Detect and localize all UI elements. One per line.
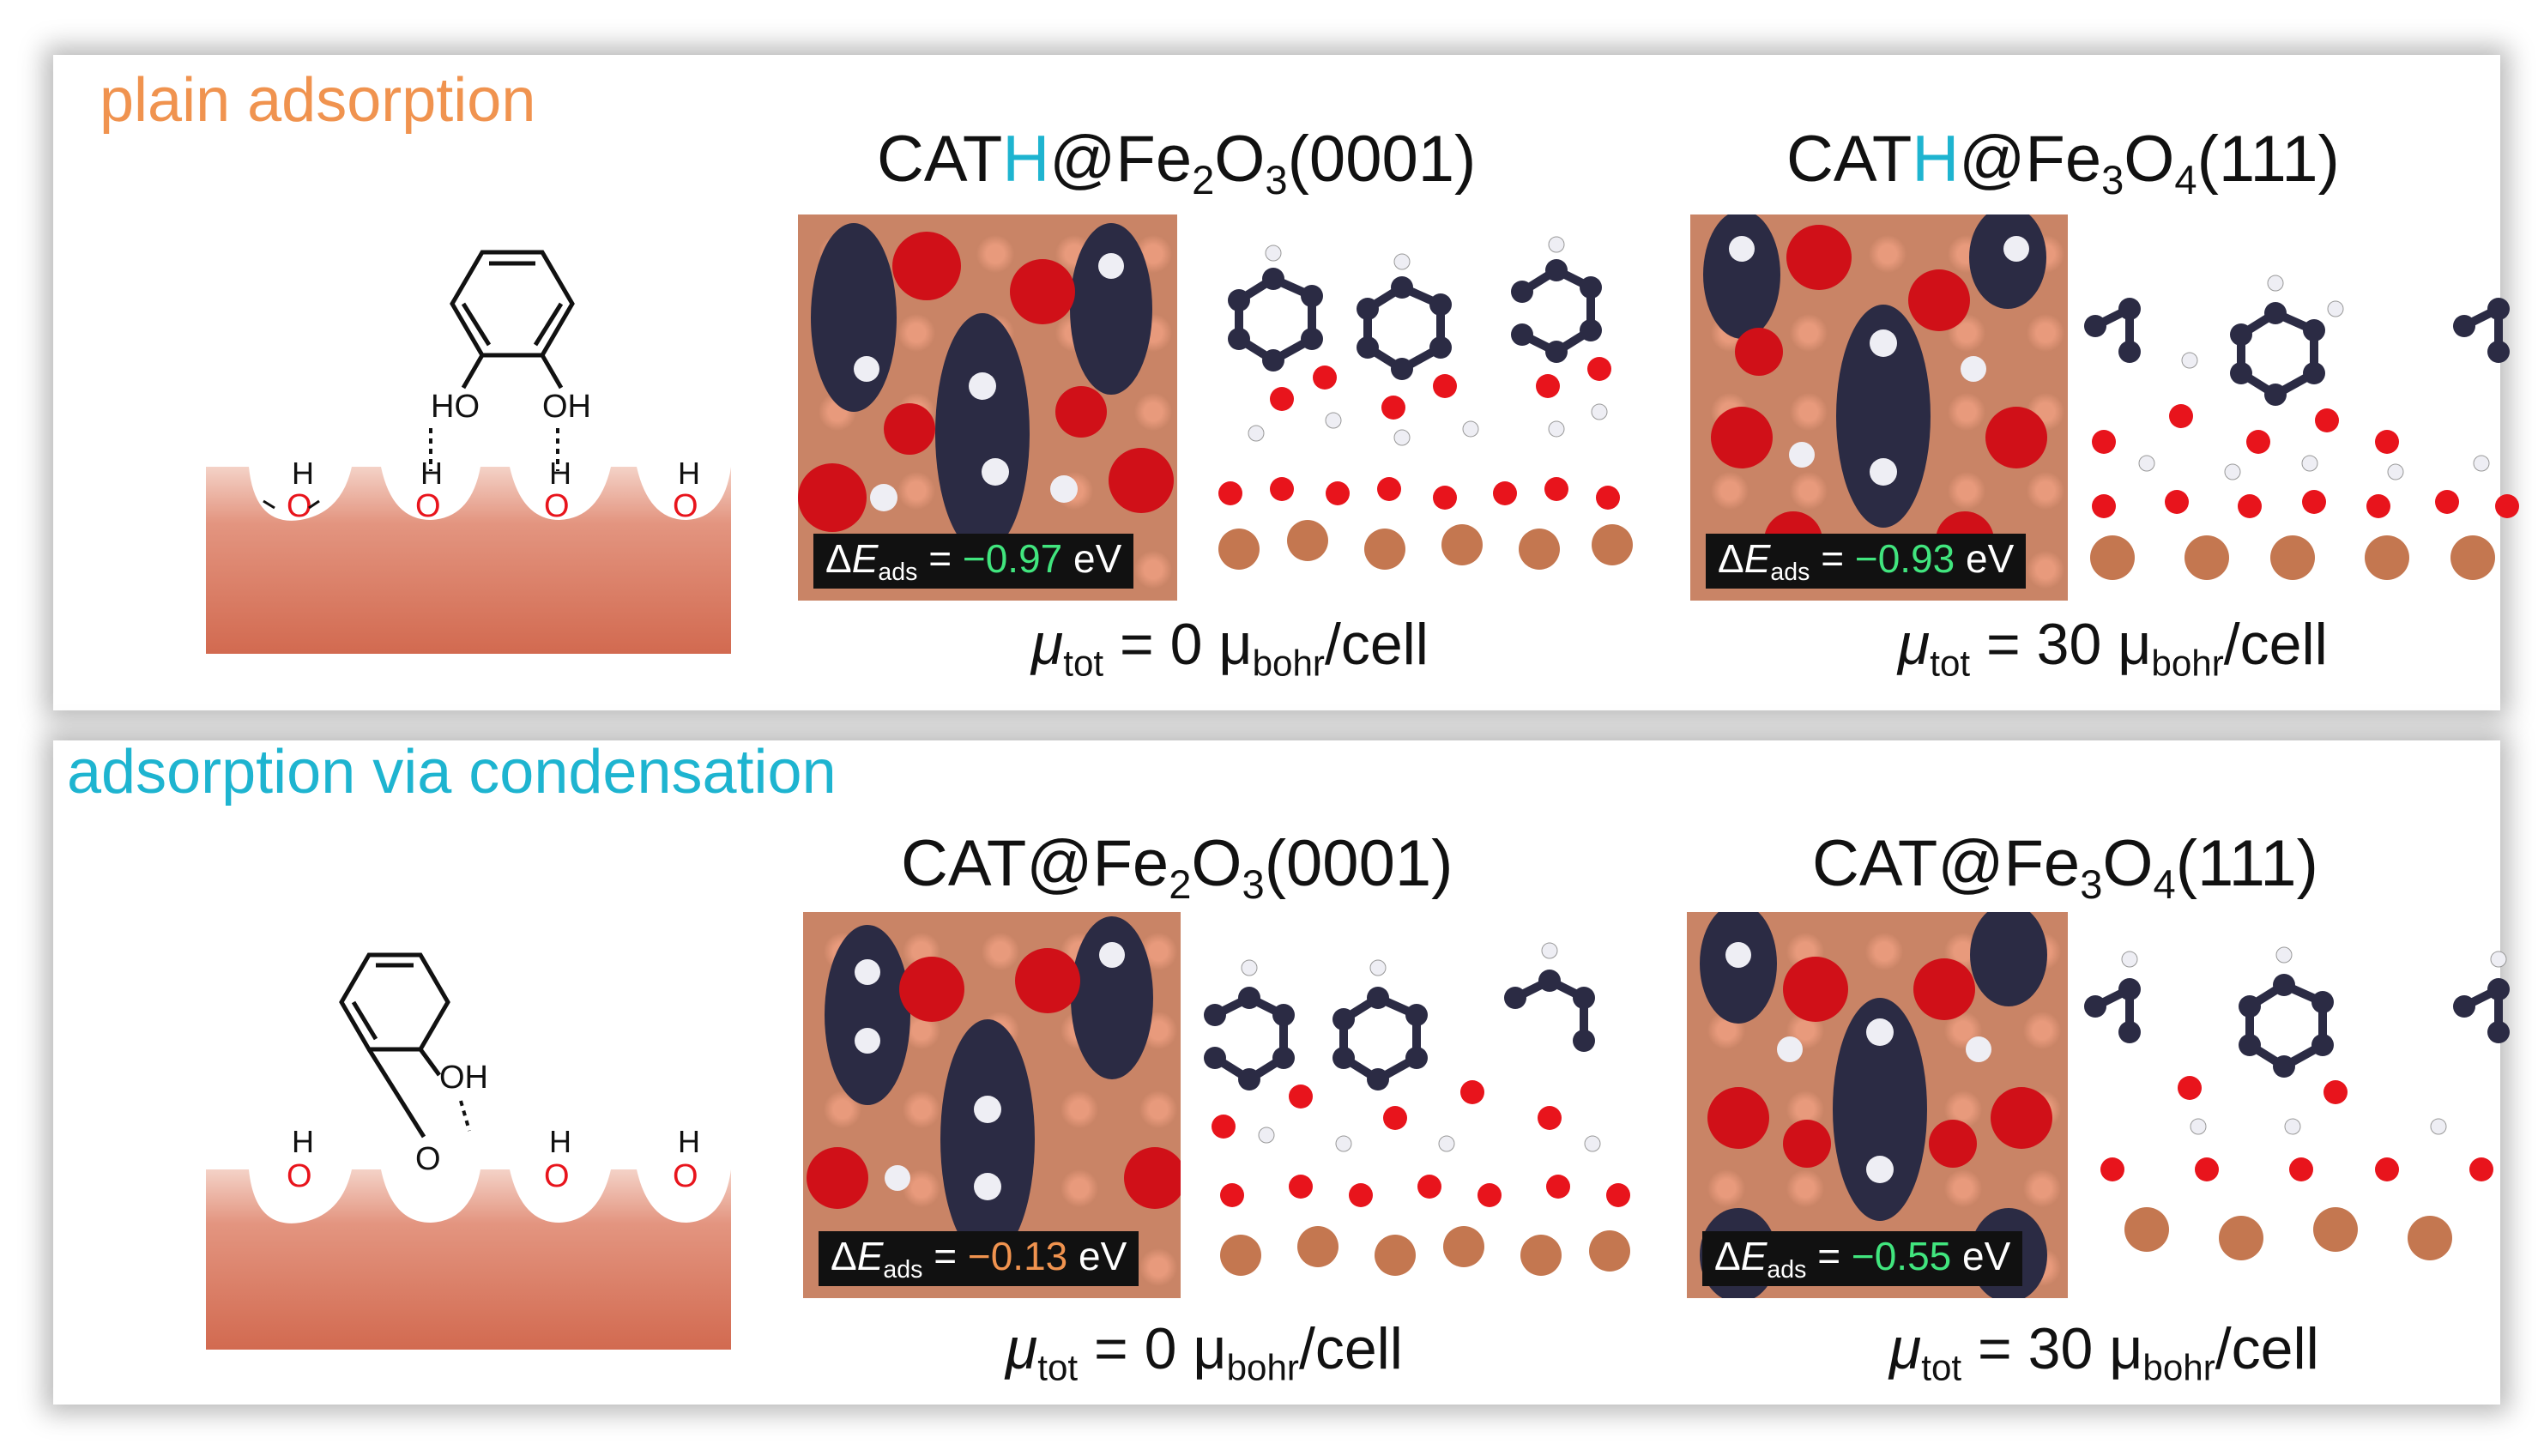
surface-slab bbox=[206, 1169, 731, 1350]
bridging-oxygen-label: O bbox=[415, 1141, 441, 1177]
plain-adsorption-schematic: HO OH H O H O H O H O bbox=[206, 250, 731, 654]
svg-text:H: H bbox=[292, 1124, 314, 1159]
surface-site-3: H O bbox=[673, 1124, 700, 1194]
ball-and-stick-side-view bbox=[2084, 946, 2510, 1260]
svg-text:H: H bbox=[420, 456, 443, 491]
molecule-column bbox=[1703, 214, 1780, 339]
surface-site-1: H O bbox=[287, 456, 314, 524]
space-filling-top-view: ΔEads = −0.55 eV bbox=[1687, 912, 2068, 1298]
svg-text:O: O bbox=[287, 1158, 312, 1194]
structure-label: CATH@Fe2O3(0001) bbox=[877, 123, 1477, 203]
ball-and-stick-side-view bbox=[1218, 236, 1633, 570]
svg-text:H: H bbox=[549, 1124, 571, 1159]
magnetic-moment: μtot = 30 μbohr/cell bbox=[1889, 1316, 2319, 1388]
space-filling-top-view: ΔEads = −0.13 eV bbox=[803, 912, 1181, 1298]
condensation-schematic: OH O H O H O H O bbox=[206, 952, 731, 1350]
surface-site-2: H O bbox=[544, 1124, 571, 1194]
structure-label: CAT@Fe2O3(0001) bbox=[901, 827, 1453, 908]
benzene-ring bbox=[450, 250, 575, 358]
panel-title: plain adsorption bbox=[100, 66, 536, 135]
molecule-column bbox=[935, 313, 1030, 553]
oh-label: OH bbox=[439, 1060, 488, 1096]
adsorption-energy: ΔEads = −0.13 eV bbox=[819, 1230, 1139, 1286]
svg-text:O: O bbox=[415, 488, 441, 524]
benzene-ring bbox=[339, 952, 450, 1052]
svg-text:O: O bbox=[673, 488, 698, 524]
adsorption-energy: ΔEads = −0.55 eV bbox=[1702, 1230, 2023, 1286]
structure-label: CATH@Fe3O4(111) bbox=[1786, 123, 2340, 203]
molecule-column bbox=[1970, 912, 2047, 1006]
ball-and-stick-side-view bbox=[2084, 275, 2519, 580]
magnetic-moment: μtot = 30 μbohr/cell bbox=[1898, 612, 2328, 684]
panel-title: adsorption via condensation bbox=[67, 738, 837, 807]
ball-and-stick-side-view bbox=[1204, 942, 1630, 1276]
surface-site-1: H O bbox=[287, 1124, 314, 1194]
surface-slab bbox=[206, 467, 731, 654]
molecule-column bbox=[825, 925, 910, 1105]
surface-site-4: H O bbox=[673, 456, 700, 524]
svg-text:H: H bbox=[678, 1124, 700, 1159]
molecule-column bbox=[1833, 998, 1927, 1221]
adsorption-energy: ΔEads = −0.93 eV bbox=[1706, 533, 2027, 589]
magnetic-moment: μtot = 0 μbohr/cell bbox=[1031, 612, 1429, 684]
molecule-column bbox=[1969, 214, 2046, 309]
oh-label: OH bbox=[542, 389, 591, 425]
svg-text:H: H bbox=[678, 456, 700, 491]
surface-site-3: H O bbox=[544, 456, 571, 524]
molecule-column bbox=[1070, 223, 1152, 395]
structure-label: CAT@Fe3O4(111) bbox=[1812, 827, 2318, 908]
svg-text:O: O bbox=[287, 488, 312, 524]
svg-text:H: H bbox=[549, 456, 571, 491]
plain-adsorption-panel: plain adsorption HO OH H O H O H O bbox=[53, 55, 2519, 710]
molecule-column bbox=[811, 223, 897, 412]
space-filling-top-view: ΔEads = −0.97 eV bbox=[798, 214, 1177, 601]
ho-label: HO bbox=[431, 389, 480, 425]
molecule-column bbox=[1836, 305, 1931, 528]
magnetic-moment: μtot = 0 μbohr/cell bbox=[1006, 1316, 1403, 1388]
adsorption-energy: ΔEads = −0.97 eV bbox=[813, 533, 1134, 589]
svg-text:O: O bbox=[544, 1158, 570, 1194]
condensation-adsorption-panel: adsorption via condensation OH O H O H O… bbox=[53, 738, 2510, 1405]
space-filling-top-view: ΔEads = −0.93 eV bbox=[1690, 214, 2068, 601]
svg-text:H: H bbox=[292, 456, 314, 491]
molecule-column bbox=[940, 1019, 1035, 1260]
svg-text:O: O bbox=[673, 1158, 698, 1194]
molecule-column bbox=[1071, 916, 1153, 1079]
surface-site-2: H O bbox=[415, 456, 443, 524]
svg-text:O: O bbox=[544, 488, 570, 524]
